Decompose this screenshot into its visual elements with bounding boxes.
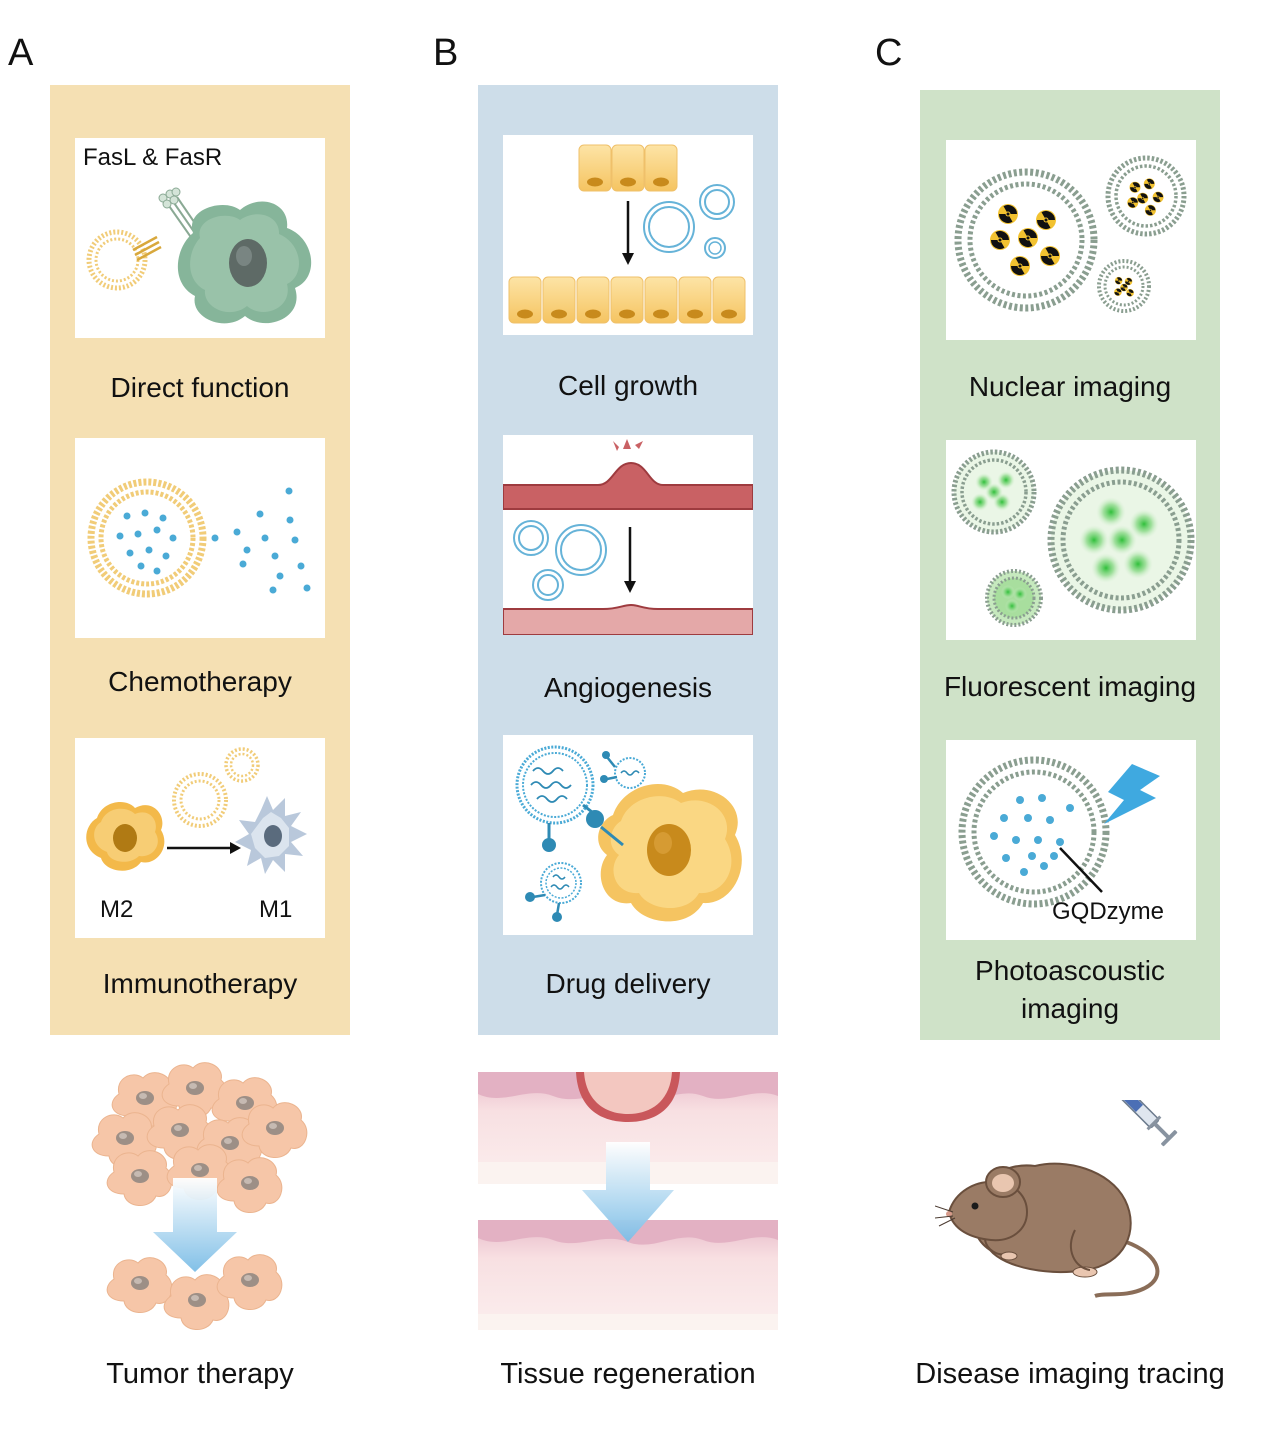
radiation-icon bbox=[1016, 226, 1040, 250]
radiation-icon bbox=[1038, 244, 1062, 268]
card-chemotherapy bbox=[75, 438, 325, 638]
bottom-caption-disease-imaging-tracing: Disease imaging tracing bbox=[915, 1358, 1225, 1390]
caption-drug-delivery: Drug delivery bbox=[545, 968, 711, 999]
caption-photoacoustic-line1: Photoascoustic bbox=[975, 955, 1165, 986]
panel-letter-c: C bbox=[875, 32, 903, 74]
caption-chemotherapy: Chemotherapy bbox=[108, 666, 292, 697]
gqdzyme-label: GQDzyme bbox=[1052, 898, 1165, 925]
card-direct-function: FasL & FasR bbox=[75, 138, 325, 338]
panel-c-column: Nuclear imaging bbox=[920, 90, 1220, 1040]
card-fluorescent-imaging bbox=[946, 440, 1196, 640]
card-immunotherapy: M2 M1 bbox=[75, 738, 325, 938]
card-nuclear-imaging bbox=[946, 140, 1196, 340]
panel-a-column: FasL & FasR bbox=[50, 85, 350, 1035]
card-angiogenesis bbox=[503, 435, 753, 635]
panel-b-column: Cell growth Angiogenesis bbox=[478, 85, 778, 1035]
tissue-regeneration-illustration bbox=[478, 1072, 778, 1330]
direct-function-illustration bbox=[86, 187, 312, 324]
caption-direct-function: Direct function bbox=[110, 372, 290, 403]
bottom-caption-tumor-therapy: Tumor therapy bbox=[106, 1358, 294, 1390]
fluorescent-imaging-illustration bbox=[951, 449, 1195, 627]
card-drug-delivery bbox=[503, 735, 753, 935]
radiation-icon bbox=[1008, 254, 1032, 278]
tumor-therapy-illustration bbox=[91, 1062, 308, 1331]
card-cell-growth bbox=[503, 135, 753, 335]
fasl-fasr-label: FasL & FasR bbox=[83, 144, 223, 171]
caption-photoacoustic-imaging: Photoascoustic imaging bbox=[920, 952, 1220, 1028]
caption-photoacoustic-line2: imaging bbox=[1020, 993, 1120, 1024]
nuclear-imaging-illustration bbox=[954, 155, 1187, 313]
lightning-icon bbox=[1104, 764, 1160, 824]
caption-cell-growth: Cell growth bbox=[557, 370, 699, 401]
drug-delivery-illustration bbox=[515, 745, 742, 922]
angiogenesis-illustration bbox=[503, 439, 753, 635]
radiation-icon bbox=[996, 202, 1020, 226]
cell-growth-illustration bbox=[508, 144, 746, 324]
m2-label: M2 bbox=[100, 896, 134, 923]
mouse-icon bbox=[935, 1162, 1160, 1298]
immunotherapy-illustration bbox=[86, 747, 307, 874]
disease-imaging-illustration bbox=[935, 1100, 1178, 1298]
m1-label: M1 bbox=[259, 896, 293, 923]
syringe-icon bbox=[1114, 1100, 1178, 1147]
chemotherapy-illustration bbox=[87, 478, 311, 598]
radiation-icon bbox=[1034, 208, 1058, 232]
radiation-icon bbox=[988, 228, 1012, 252]
card-photoacoustic-imaging: GQDzyme bbox=[946, 740, 1196, 940]
caption-fluorescent-imaging: Fluorescent imaging bbox=[943, 671, 1197, 702]
caption-nuclear-imaging: Nuclear imaging bbox=[968, 371, 1172, 402]
caption-immunotherapy: Immunotherapy bbox=[102, 968, 298, 999]
bottom-caption-tissue-regeneration: Tissue regeneration bbox=[500, 1358, 756, 1390]
caption-angiogenesis: Angiogenesis bbox=[543, 672, 713, 703]
panel-letter-b: B bbox=[433, 32, 459, 74]
panel-letter-a: A bbox=[8, 32, 34, 74]
photoacoustic-imaging-illustration bbox=[958, 756, 1160, 908]
